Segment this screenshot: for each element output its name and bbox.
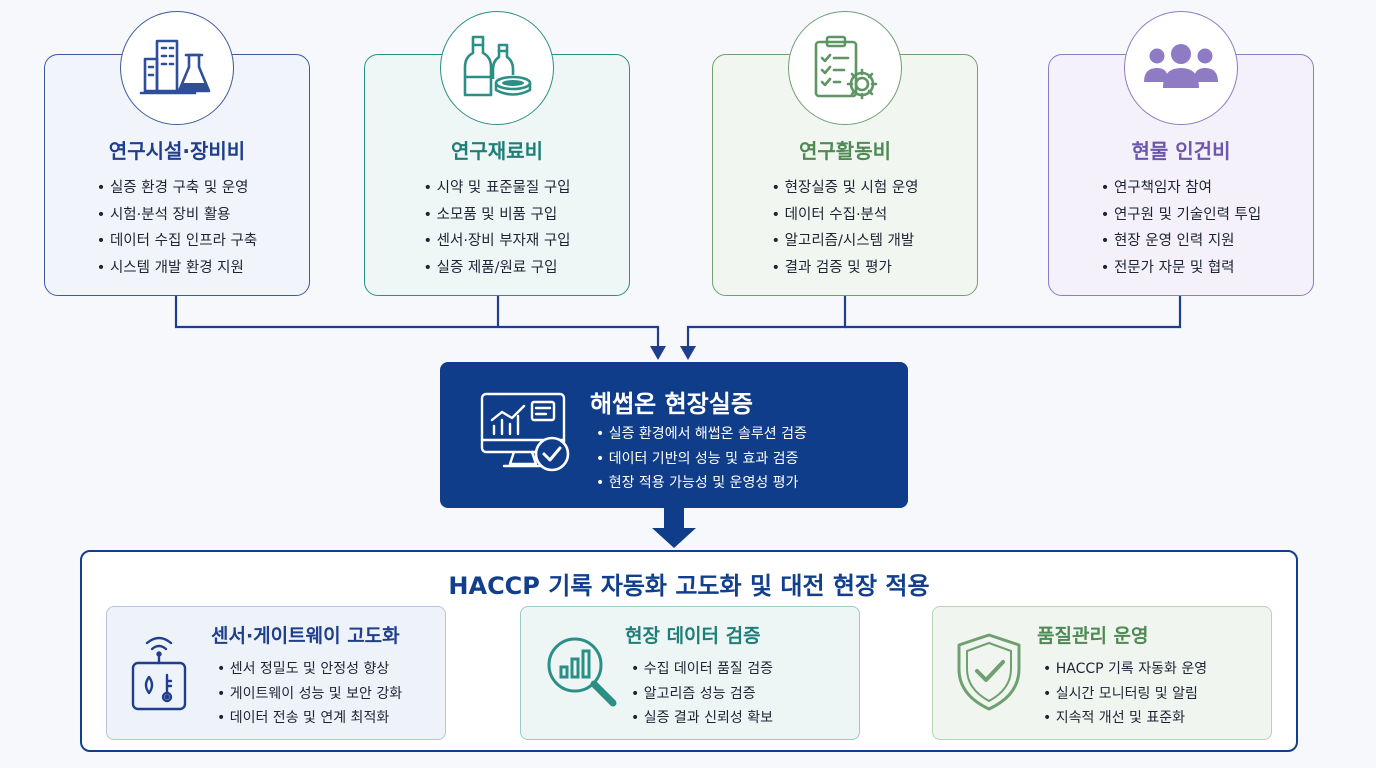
stage-sensor-gateway: 센서·게이트웨이 고도화 센서 정밀도 및 안정성 향상 게이트웨이 성능 및 … [106,606,446,740]
bottom-title: HACCP 기록 자동화 고도화 및 대전 현장 적용 [448,572,930,600]
center-title: 해썹온 현장실증 [590,390,753,418]
list-item: 연구원 및 기술인력 투입 [1101,202,1261,229]
list-item: 지속적 개선 및 표준화 [1043,706,1207,731]
stage-list: 센서 정밀도 및 안정성 향상 게이트웨이 성능 및 보안 강화 데이터 전송 … [217,657,402,731]
list-item: 게이트웨이 성능 및 보안 강화 [217,682,402,707]
big-arrow-head [652,528,696,548]
list-item: 현장실증 및 시험 운영 [771,175,919,202]
magnifier-chart-icon [547,637,617,707]
list-item: 알고리즘 성능 검증 [631,682,773,707]
lab-building-flask-icon [139,39,211,95]
list-item: 시약 및 표준물질 구입 [423,175,571,202]
arrow-down-right [680,346,696,360]
list-item: 실증 환경 구축 및 운영 [97,175,257,202]
list-item: 센서·장비 부자재 구입 [423,228,571,255]
center-list: 실증 환경에서 해썹온 솔루션 검증 데이터 기반의 성능 및 효과 검증 현장… [596,422,807,496]
card-list: 현장실증 및 시험 운영 데이터 수집·분석 알고리즘/시스템 개발 결과 검증… [713,175,977,281]
list-item: 데이터 수집 인프라 구축 [97,228,257,255]
card-list: 연구책임자 참여 연구원 및 기술인력 투입 현장 운영 인력 지원 전문가 자… [1049,175,1313,281]
sensor-device-icon [131,636,187,711]
big-arrow-stem [664,508,684,530]
arrow-down-left [650,346,666,360]
list-item: 소모품 및 비품 구입 [423,202,570,229]
list-item: 실증 환경에서 해썹온 솔루션 검증 [596,422,807,447]
list-item: 연구책임자 참여 [1101,175,1261,202]
list-item: 전문가 자문 및 협력 [1101,255,1261,282]
list-item: 실시간 모니터링 및 알림 [1043,682,1207,707]
card-research-activities: 연구활동비 현장실증 및 시험 운영 데이터 수집·분석 알고리즘/시스템 개발… [712,11,978,296]
list-item: 센서 정밀도 및 안정성 향상 [217,657,402,682]
stage-quality-management: 품질관리 운영 HACCP 기록 자동화 운영 실시간 모니터링 및 알림 지속… [932,606,1272,740]
card-icon-circle [440,11,554,125]
list-item: 수집 데이터 품질 검증 [631,657,773,682]
stage-list: HACCP 기록 자동화 운영 실시간 모니터링 및 알림 지속적 개선 및 표… [1043,657,1207,731]
card-research-materials: 연구재료비 시약 및 표준물질 구입 소모품 및 비품 구입 센서·장비 부자재… [364,11,630,296]
list-item: 결과 검증 및 평가 [771,255,918,282]
list-item: 알고리즘/시스템 개발 [771,228,918,255]
monitor-chart-check-icon [480,392,570,472]
list-item: 실증 제품/원료 구입 [423,255,570,282]
people-group-icon [1144,44,1218,88]
card-title: 연구재료비 [451,139,543,163]
stage-title: 현장 데이터 검증 [625,625,761,647]
shield-check-icon [957,633,1021,711]
stage-field-data-validation: 현장 데이터 검증 수집 데이터 품질 검증 알고리즘 성능 검증 실증 결과 … [520,606,860,740]
stage-list: 수집 데이터 품질 검증 알고리즘 성능 검증 실증 결과 신뢰성 확보 [631,657,773,731]
list-item: 실증 결과 신뢰성 확보 [631,706,773,731]
card-title: 연구활동비 [799,139,891,163]
list-item: 시험·분석 장비 활용 [97,202,257,229]
list-item: 시스템 개발 환경 지원 [97,255,257,282]
card-facilities-equipment: 연구시설·장비비 실증 환경 구축 및 운영 시험·분석 장비 활용 데이터 수… [44,11,310,296]
card-icon-circle [788,11,902,125]
card-list: 시약 및 표준물질 구입 소모품 및 비품 구입 센서·장비 부자재 구입 실증… [365,175,629,281]
list-item: 데이터 수집·분석 [771,202,918,229]
haccp-automation-block: HACCP 기록 자동화 고도화 및 대전 현장 적용 센서· [80,550,1298,752]
haccp-on-field-demo-block: 해썹온 현장실증 실증 환경에서 해썹온 솔루션 검증 데이터 기반의 성능 및… [440,362,908,508]
list-item: 현장 운영 인력 지원 [1101,228,1261,255]
list-item: 데이터 기반의 성능 및 효과 검증 [596,447,807,472]
stage-title: 센서·게이트웨이 고도화 [211,625,400,647]
card-title: 연구시설·장비비 [108,139,246,163]
clipboard-gear-icon [814,35,878,100]
list-item: HACCP 기록 자동화 운영 [1043,657,1207,682]
card-title: 현물 인건비 [1131,139,1231,163]
bottles-petri-dish-icon [463,35,532,97]
list-item: 현장 적용 가능성 및 운영성 평가 [596,471,807,496]
card-icon-circle [1124,11,1238,125]
list-item: 데이터 전송 및 연계 최적화 [217,706,402,731]
card-in-kind-personnel: 현물 인건비 연구책임자 참여 연구원 및 기술인력 투입 현장 운영 인력 지… [1048,11,1314,296]
card-icon-circle [120,11,234,125]
card-list: 실증 환경 구축 및 운영 시험·분석 장비 활용 데이터 수집 인프라 구축 … [45,175,309,281]
stage-title: 품질관리 운영 [1037,625,1149,647]
